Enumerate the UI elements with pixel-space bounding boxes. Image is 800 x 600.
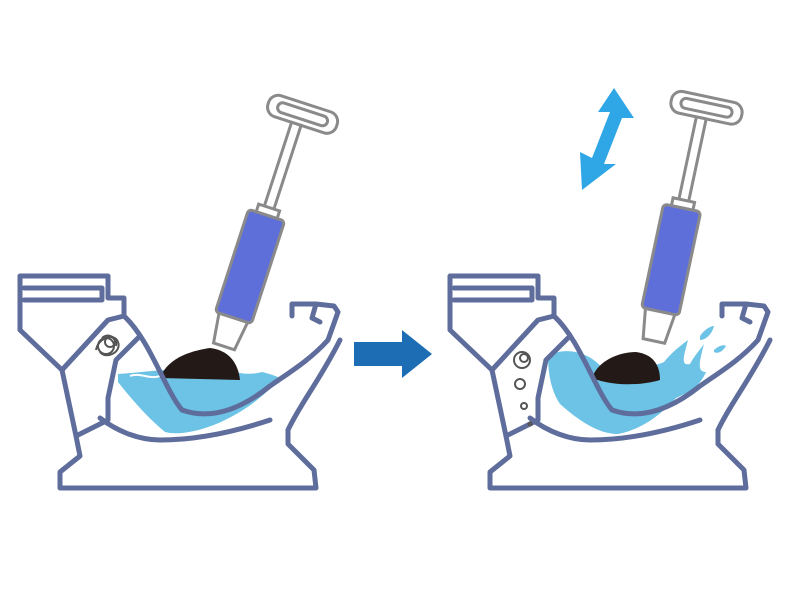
handle-rod xyxy=(261,120,303,213)
toilet-outline xyxy=(447,273,773,491)
vacuum-plunger-handle xyxy=(211,93,340,352)
water-wave xyxy=(129,373,161,379)
handle-rod xyxy=(676,115,708,205)
plunger-cup xyxy=(160,348,240,380)
plunger-tube xyxy=(214,208,286,325)
plunger-tube xyxy=(640,203,702,317)
plunger-neck xyxy=(211,311,250,352)
clog-debris-swirl xyxy=(95,334,120,357)
plunger-cup xyxy=(592,352,660,385)
right-arrow-icon xyxy=(354,330,432,378)
rising-bubbles xyxy=(513,351,533,427)
toilet-outline xyxy=(17,273,343,491)
panel-before xyxy=(17,93,343,491)
bowl-water xyxy=(118,369,280,434)
plunger-neck xyxy=(641,306,677,345)
splash-droplet xyxy=(714,345,726,353)
panel-after xyxy=(447,88,773,491)
splash-droplet xyxy=(700,326,714,340)
vacuum-plunger-handle xyxy=(640,89,744,345)
up-down-motion-arrow-icon xyxy=(580,88,634,190)
